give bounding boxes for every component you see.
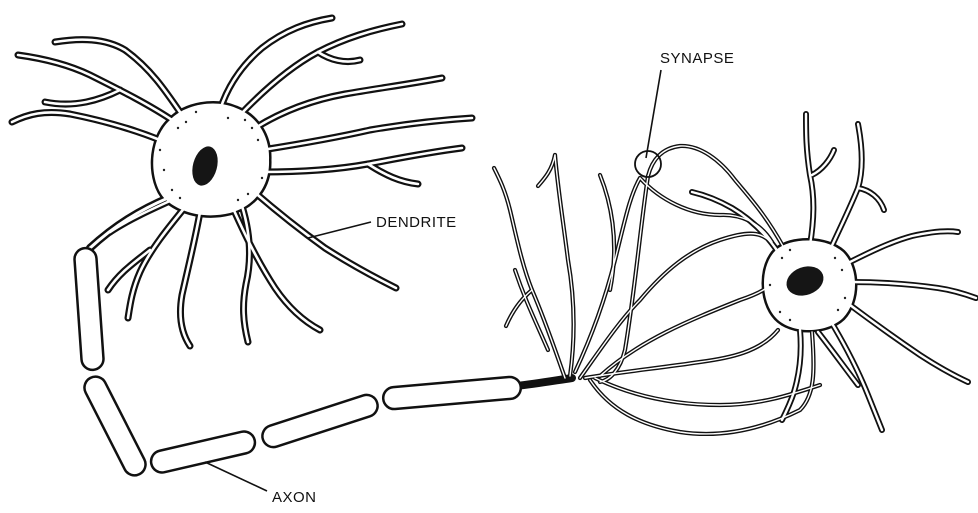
axon-terminal-branch-8-fill xyxy=(595,378,820,405)
myelin-segment-2 xyxy=(81,373,150,479)
axon-terminal-branch-5-fill xyxy=(580,234,776,378)
right-dendrite-branch-11-outline xyxy=(812,150,834,175)
axon-terminal-branch-11-fill xyxy=(600,176,648,382)
synapse-leader-line xyxy=(646,70,661,158)
fill-layer xyxy=(12,18,976,434)
stipple-dot xyxy=(261,177,263,179)
stipple-dot xyxy=(251,127,253,129)
dendrite-branch-16-fill xyxy=(110,200,172,232)
right-dendrite-branch-3-outline xyxy=(858,188,884,210)
stipple-dot xyxy=(247,193,249,195)
right-dendrite-branch-6-outline xyxy=(846,302,968,382)
axon-label: AXON xyxy=(272,489,317,506)
dendrite-branch-5-fill xyxy=(220,18,332,110)
dendrite-branch-11-outline xyxy=(368,164,418,184)
stipple-dot xyxy=(177,127,179,129)
stipple-dot xyxy=(789,249,791,251)
axon-terminal-branch-13-outline xyxy=(538,155,555,186)
stipple-dot xyxy=(185,121,187,123)
axon-leader-line xyxy=(205,462,267,491)
stipple-dot xyxy=(227,117,229,119)
synapse-label: SYNAPSE xyxy=(660,50,734,67)
stipple-dot xyxy=(834,257,836,259)
stipple-dot xyxy=(179,197,181,199)
dendrite-leader-line xyxy=(308,222,371,238)
stipple-dot xyxy=(195,111,197,113)
dendrite-branch-12-outline xyxy=(252,190,396,288)
myelin-segment-4 xyxy=(260,392,381,450)
dendrite-label: DENDRITE xyxy=(376,214,457,231)
stipple-dot xyxy=(844,297,846,299)
axon-terminal-branch-5-outline xyxy=(580,234,776,378)
dendrite-branch-5-outline xyxy=(220,18,332,110)
stipple-dot xyxy=(159,149,161,151)
stipple-dot xyxy=(244,119,246,121)
stipple-dot xyxy=(789,319,791,321)
stipple-dot xyxy=(163,169,165,171)
stipple-dot xyxy=(779,311,781,313)
right-dendrite-branch-4-outline xyxy=(846,231,958,264)
axon-terminal-branch-3-outline xyxy=(555,155,574,376)
stipple-dot xyxy=(837,309,839,311)
myelin-segment-3 xyxy=(149,429,257,474)
stipple-dot xyxy=(237,199,239,201)
axon xyxy=(74,247,522,479)
stipple-dot xyxy=(769,284,771,286)
axon-terminal-branch-1-fill xyxy=(494,168,565,378)
stipple-dot xyxy=(841,269,843,271)
stipple-dot xyxy=(257,139,259,141)
myelin-segment-1 xyxy=(74,247,104,370)
stipple-dot xyxy=(171,189,173,191)
stipple-dot xyxy=(781,257,783,259)
myelin-segment-5 xyxy=(382,376,521,410)
